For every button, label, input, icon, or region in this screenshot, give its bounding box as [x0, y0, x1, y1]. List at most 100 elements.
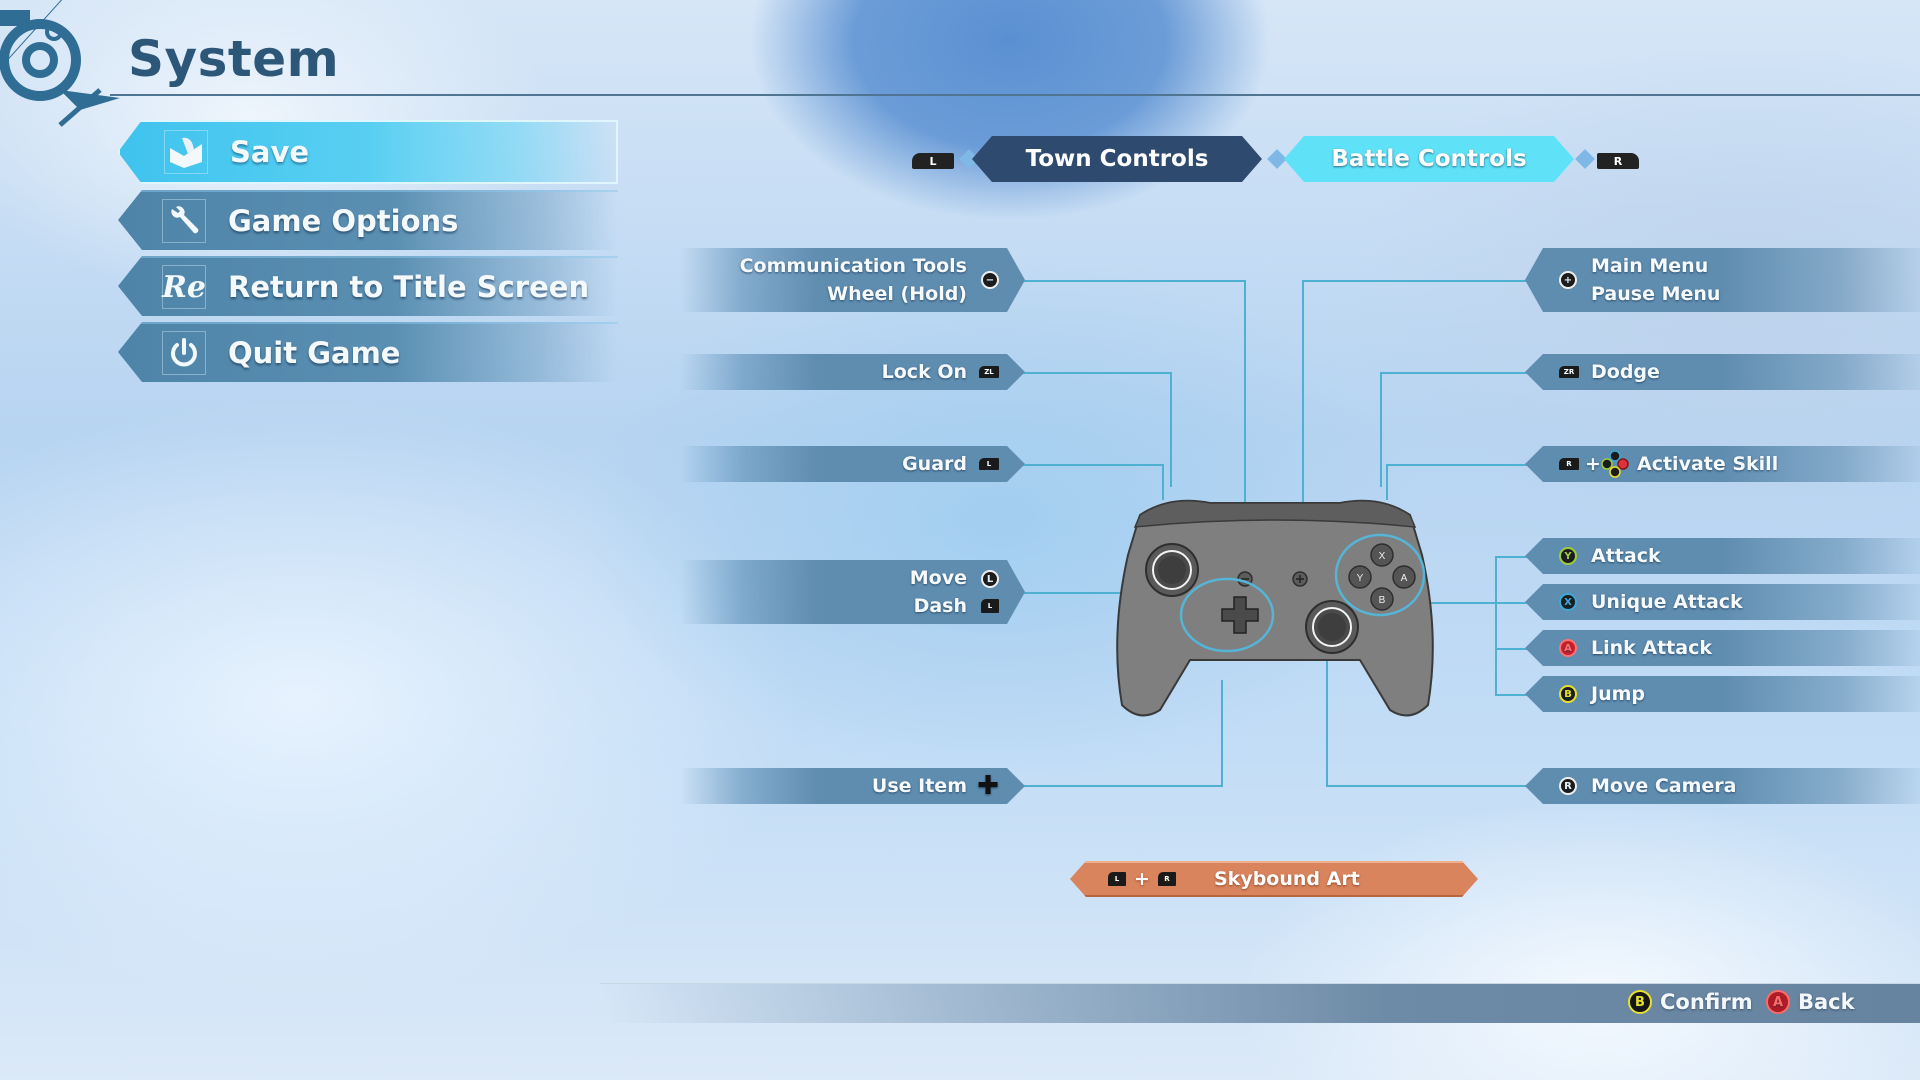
menu-item-label: Game Options [228, 204, 459, 238]
right-stick-press-icon: R [1158, 872, 1176, 886]
control-skybound-art: L + R Skybound Art [1070, 861, 1478, 897]
control-label: Activate Skill [1637, 453, 1779, 475]
tab-gem-decoration [1575, 149, 1595, 169]
r-shoulder-key-icon[interactable]: R [1597, 153, 1639, 169]
minus-button-icon: − [981, 271, 999, 289]
footer-hint-bar [600, 983, 1920, 1023]
control-link-attack: A Link Attack [1525, 630, 1920, 666]
control-communication-tools: Communication Tools Wheel (Hold) − [680, 248, 1025, 312]
control-jump: B Jump [1525, 676, 1920, 712]
connector-line [1020, 464, 1164, 466]
connector-line [1495, 694, 1527, 696]
control-label: Main Menu [1591, 255, 1709, 277]
back-hint[interactable]: A Back [1766, 990, 1855, 1014]
control-label: Skybound Art [1214, 868, 1360, 890]
control-label: Wheel (Hold) [827, 283, 967, 305]
connector-line [1380, 372, 1527, 374]
l-bumper-icon: L [979, 458, 999, 470]
svg-text:A: A [1401, 573, 1408, 584]
book-quill-icon [164, 130, 208, 174]
connector-line [1495, 648, 1527, 650]
svg-text:B: B [1379, 595, 1386, 606]
control-dodge: ZR Dodge [1525, 354, 1920, 390]
tab-town-controls[interactable]: Town Controls [972, 136, 1262, 182]
control-activate-skill: R + Activate Skill [1525, 446, 1920, 482]
confirm-label: Confirm [1660, 990, 1753, 1014]
menu-item-return-to-title[interactable]: Re Return to Title Screen [118, 256, 618, 316]
dpad-icon: ✚ [977, 771, 999, 801]
control-label: Lock On [881, 361, 967, 383]
header-divider [110, 94, 1920, 96]
control-use-item: Use Item ✚ [680, 768, 1025, 804]
l-shoulder-key-icon[interactable]: L [912, 153, 954, 169]
menu-item-save[interactable]: Save [118, 120, 618, 184]
b-button-icon: B [1628, 990, 1652, 1014]
connector-line [1302, 280, 1304, 580]
connector-line [1020, 785, 1222, 787]
control-move-dash: Move Dash L L [680, 560, 1025, 624]
re-logo-icon: Re [162, 265, 206, 309]
plus-sign: + [1585, 453, 1601, 475]
connector-line [1420, 602, 1496, 604]
left-stick-icon: L [981, 570, 999, 588]
y-button-icon: Y [1559, 547, 1577, 565]
connector-line [1326, 785, 1527, 787]
connector-line [1020, 592, 1170, 594]
control-guard: Guard L [680, 446, 1025, 482]
control-label: Move Camera [1591, 775, 1737, 797]
connector-line [1221, 680, 1223, 787]
svg-text:X: X [1379, 551, 1386, 562]
x-button-icon: X [1559, 593, 1577, 611]
menu-item-label: Quit Game [228, 336, 401, 370]
connector-line [1380, 372, 1382, 487]
connector-line [1020, 372, 1172, 374]
controller-diagram-icon: X Y A B [1116, 499, 1434, 717]
control-move-camera: R Move Camera [1525, 768, 1920, 804]
r-bumper-icon: R [1559, 458, 1579, 470]
zr-trigger-icon: ZR [1559, 366, 1579, 378]
face-buttons-cluster-icon [1601, 450, 1629, 478]
control-lock-on: Lock On ZL [680, 354, 1025, 390]
svg-text:Y: Y [1357, 573, 1364, 584]
plus-sign: + [1134, 868, 1150, 890]
zl-trigger-icon: ZL [979, 366, 999, 378]
connector-line [1020, 280, 1245, 282]
control-label: Use Item [871, 775, 967, 797]
tab-gem-decoration [1267, 149, 1287, 169]
control-label: Dodge [1591, 361, 1660, 383]
connector-line [1495, 602, 1527, 604]
connector-line [1495, 556, 1527, 558]
left-stick-press-icon: L [1108, 872, 1126, 886]
plus-button-icon: + [1559, 271, 1577, 289]
control-label: Guard [902, 453, 967, 475]
connector-line [1495, 556, 1497, 696]
skybound-keys: L + R [1108, 868, 1176, 890]
connector-line [1162, 464, 1164, 500]
control-unique-attack: X Unique Attack [1525, 584, 1920, 620]
system-menu: Save Game Options Re Return to Title Scr… [118, 120, 618, 388]
page-title: System [128, 30, 340, 88]
control-label: Unique Attack [1591, 591, 1743, 613]
control-label: Dash [913, 595, 967, 617]
control-main-menu: Main Menu Pause Menu + [1525, 248, 1920, 312]
connector-line [1386, 464, 1527, 466]
a-button-icon: A [1766, 990, 1790, 1014]
tab-battle-controls[interactable]: Battle Controls [1284, 136, 1574, 182]
b-button-icon: B [1559, 685, 1577, 703]
back-label: Back [1798, 990, 1855, 1014]
control-label: Communication Tools [739, 255, 967, 277]
control-label: Move [909, 567, 967, 589]
menu-item-game-options[interactable]: Game Options [118, 190, 618, 250]
left-stick-press-icon: L [981, 599, 999, 613]
menu-item-quit-game[interactable]: Quit Game [118, 322, 618, 382]
connector-line [1302, 280, 1527, 282]
connector-line [1244, 280, 1246, 580]
control-label: Pause Menu [1591, 283, 1721, 305]
control-label: Jump [1591, 683, 1645, 705]
control-label: Attack [1591, 545, 1661, 567]
system-emblem-icon [0, 10, 120, 127]
connector-line [1170, 372, 1172, 487]
menu-item-label: Return to Title Screen [228, 270, 590, 304]
connector-line [1386, 464, 1388, 500]
confirm-hint[interactable]: B Confirm [1628, 990, 1753, 1014]
